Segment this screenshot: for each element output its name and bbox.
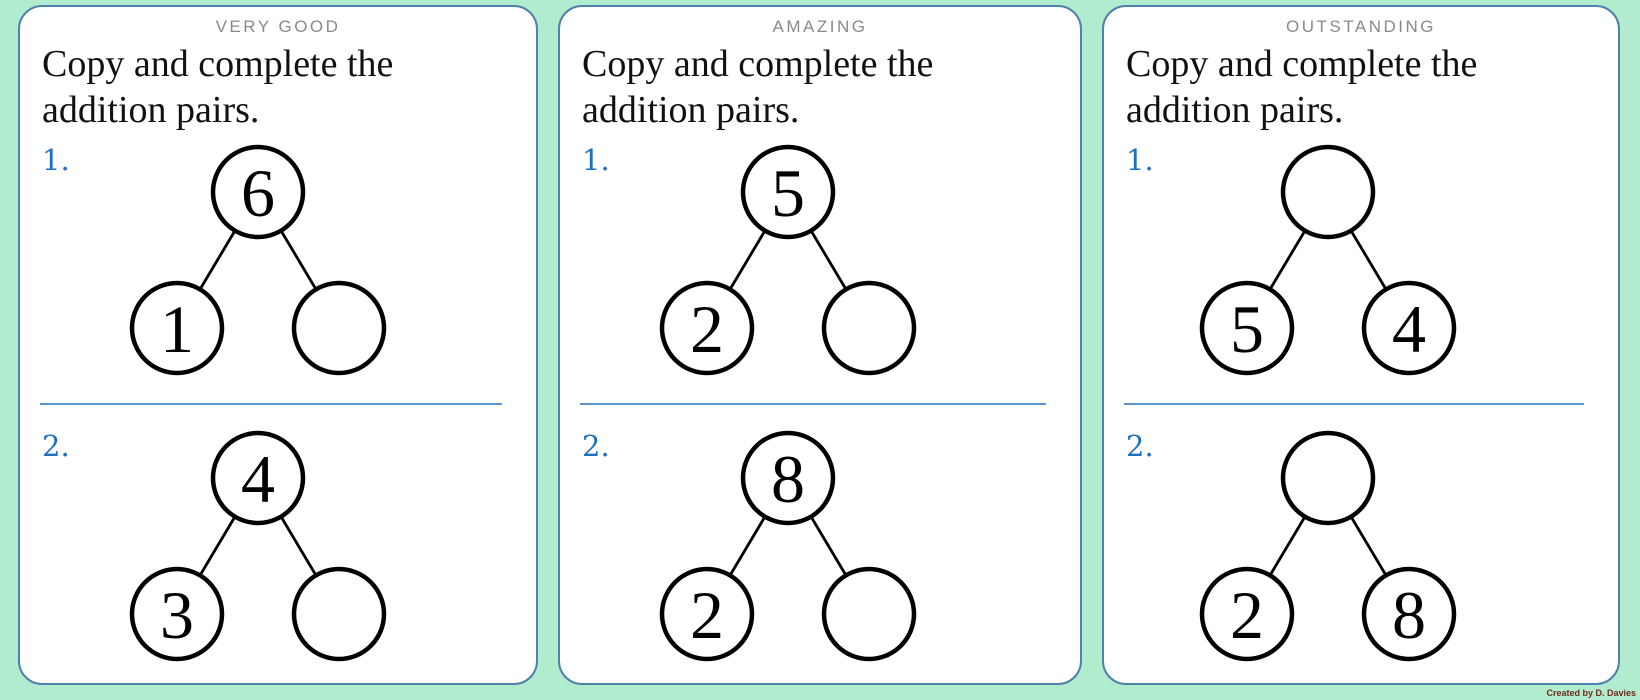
card-outstanding: OUTSTANDING Copy and complete the additi… (1102, 5, 1620, 685)
problem-number: 1. (582, 143, 610, 177)
part-left-value: 3 (160, 577, 194, 653)
problem-2: 2. 4 3 (20, 429, 536, 663)
instruction-line: addition pairs. (582, 89, 800, 131)
whole-circle (1280, 430, 1376, 526)
part-circle-left (659, 280, 755, 376)
instruction-line: addition pairs. (42, 89, 260, 131)
card-very-good: VERY GOOD Copy and complete the addition… (18, 5, 538, 685)
problem-number: 1. (1126, 143, 1154, 177)
card-title: OUTSTANDING (1286, 17, 1436, 36)
whole-circle (1280, 144, 1376, 240)
instruction-text: Copy and complete the addition pairs. (42, 41, 520, 133)
divider-line (580, 403, 1046, 405)
part-circle-left (1199, 566, 1295, 662)
problem-1: 1. 5 4 (1104, 143, 1618, 377)
worksheet-cards: VERY GOOD Copy and complete the addition… (18, 5, 1620, 685)
instruction-line: Copy and complete the (582, 43, 934, 85)
number-bond-diagram: 2 8 (1199, 430, 1457, 662)
part-left-value: 1 (160, 291, 194, 367)
divider-line (1124, 403, 1584, 405)
card-title: VERY GOOD (215, 17, 341, 36)
part-circle-right (1361, 280, 1457, 376)
whole-circle (740, 430, 836, 526)
card-title: AMAZING (772, 17, 868, 36)
part-circle-right (821, 566, 917, 662)
problem-1: 1. 5 2 (560, 143, 1080, 377)
problem-1: 1. 6 1 (20, 143, 536, 377)
number-bond-diagram: 8 2 (659, 430, 917, 662)
credit-text: Created by D. Davies (1546, 688, 1636, 698)
whole-circle (210, 430, 306, 526)
whole-value: 4 (241, 441, 275, 517)
instruction-line: Copy and complete the (1126, 43, 1478, 85)
number-bond-diagram: 5 4 (1199, 144, 1457, 376)
whole-circle (740, 144, 836, 240)
number-bond-diagram: 5 2 (659, 144, 917, 376)
part-circle-right (821, 280, 917, 376)
part-circle-right (1361, 566, 1457, 662)
part-circle-left (129, 280, 225, 376)
divider-line (40, 403, 502, 405)
part-right-value: 4 (1392, 291, 1426, 367)
part-left-value: 5 (1230, 291, 1264, 367)
part-right-value: 8 (1392, 577, 1426, 653)
number-bond-diagram: 6 1 (129, 144, 387, 376)
part-circle-left (659, 566, 755, 662)
problem-number: 2. (42, 429, 70, 463)
part-left-value: 2 (690, 577, 724, 653)
part-circle-right (291, 280, 387, 376)
part-circle-right (291, 566, 387, 662)
whole-value: 8 (771, 441, 805, 517)
part-circle-left (1199, 280, 1295, 376)
problem-number: 2. (1126, 429, 1154, 463)
whole-value: 6 (241, 155, 275, 231)
instruction-line: addition pairs. (1126, 89, 1344, 131)
number-bond-diagram: 4 3 (129, 430, 387, 662)
part-left-value: 2 (690, 291, 724, 367)
problem-2: 2. 2 8 (1104, 429, 1618, 663)
whole-circle (210, 144, 306, 240)
instruction-line: Copy and complete the (42, 43, 394, 85)
card-amazing: AMAZING Copy and complete the addition p… (558, 5, 1082, 685)
part-left-value: 2 (1230, 577, 1264, 653)
problem-2: 2. 8 2 (560, 429, 1080, 663)
part-circle-left (129, 566, 225, 662)
problem-number: 2. (582, 429, 610, 463)
problem-number: 1. (42, 143, 70, 177)
instruction-text: Copy and complete the addition pairs. (582, 41, 1064, 133)
instruction-text: Copy and complete the addition pairs. (1126, 41, 1602, 133)
whole-value: 5 (771, 155, 805, 231)
